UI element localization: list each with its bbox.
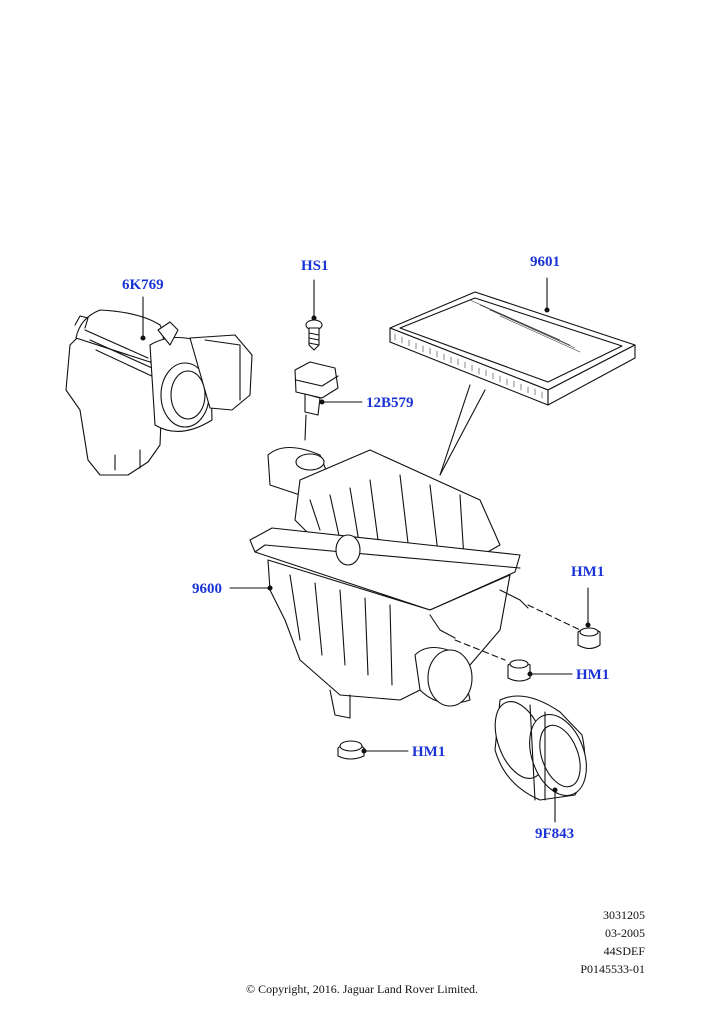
grommet-hm1-middle	[507, 659, 573, 682]
air-intake-duct-6k769	[65, 309, 253, 476]
copyright-notice: © Copyright, 2016. Jaguar Land Rover Lim…	[245, 982, 479, 996]
callout-9601[interactable]: 9601	[530, 254, 560, 270]
grommet-hm1-right	[577, 587, 601, 650]
screw-hs1	[305, 279, 323, 351]
callout-hs1[interactable]: HS1	[301, 258, 329, 274]
callout-9f843[interactable]: 9F843	[535, 826, 575, 842]
callout-hm1-bottom[interactable]: HM1	[412, 744, 446, 760]
air-filter-element-9601	[389, 277, 636, 476]
reference-code-4: P0145533-01	[580, 962, 645, 976]
air-cleaner-housing-9600	[229, 446, 581, 719]
reference-code-1: 3031205	[603, 908, 645, 922]
hose-9f843	[494, 695, 587, 823]
mass-air-flow-sensor-12b579	[294, 361, 363, 441]
callout-9600[interactable]: 9600	[192, 581, 222, 597]
reference-code-2: 03-2005	[605, 926, 645, 940]
reference-code-3: 44SDEF	[603, 944, 645, 958]
callout-6k769[interactable]: 6K769	[122, 277, 164, 293]
callout-hm1-middle[interactable]: HM1	[576, 667, 610, 683]
callout-hm1-right[interactable]: HM1	[571, 564, 605, 580]
grommet-hm1-bottom	[337, 740, 409, 760]
callout-12b579[interactable]: 12B579	[366, 395, 414, 411]
